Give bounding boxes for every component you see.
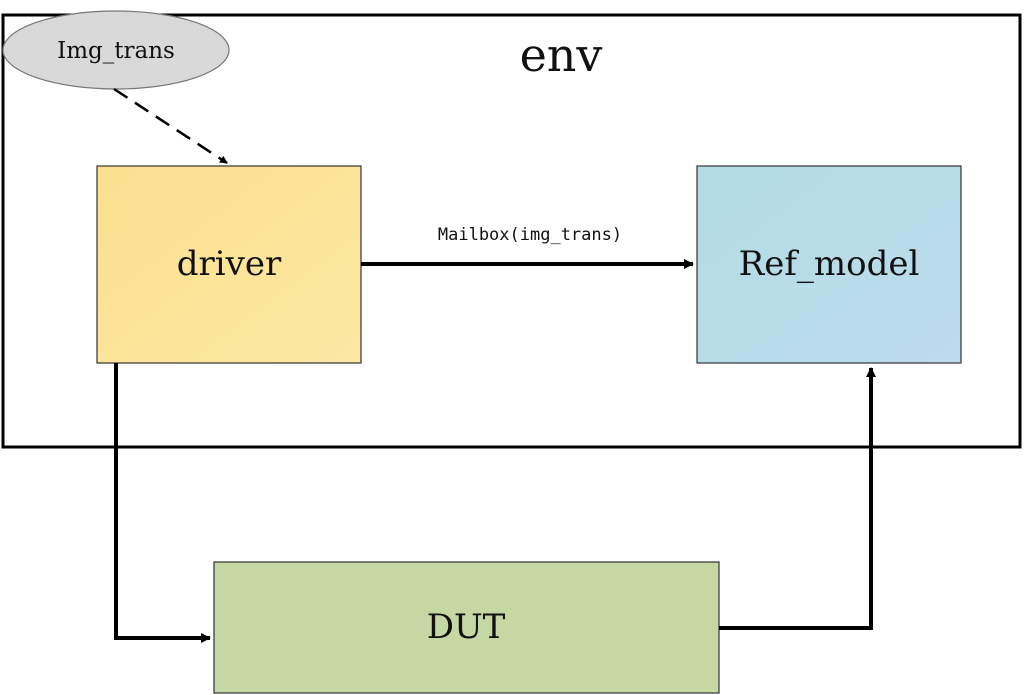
dashed-arrow-img-trans-to-driver	[113, 87, 228, 165]
dut-box	[213, 561, 720, 694]
dut-label: DUT	[427, 607, 506, 647]
img-trans-label: Img_trans	[57, 38, 175, 64]
driver-box	[96, 165, 362, 364]
driver-to-dut-arrow	[114, 363, 211, 643]
driver-label: driver	[177, 244, 282, 284]
mailbox-label: Mailbox(img_trans)	[438, 225, 622, 245]
env-container	[1, 13, 1022, 449]
ref-model-box	[696, 165, 962, 364]
ref-model-label: Ref_model	[739, 244, 920, 284]
env-label: env	[520, 28, 603, 82]
dut-to-ref-model-arrow	[719, 367, 876, 630]
